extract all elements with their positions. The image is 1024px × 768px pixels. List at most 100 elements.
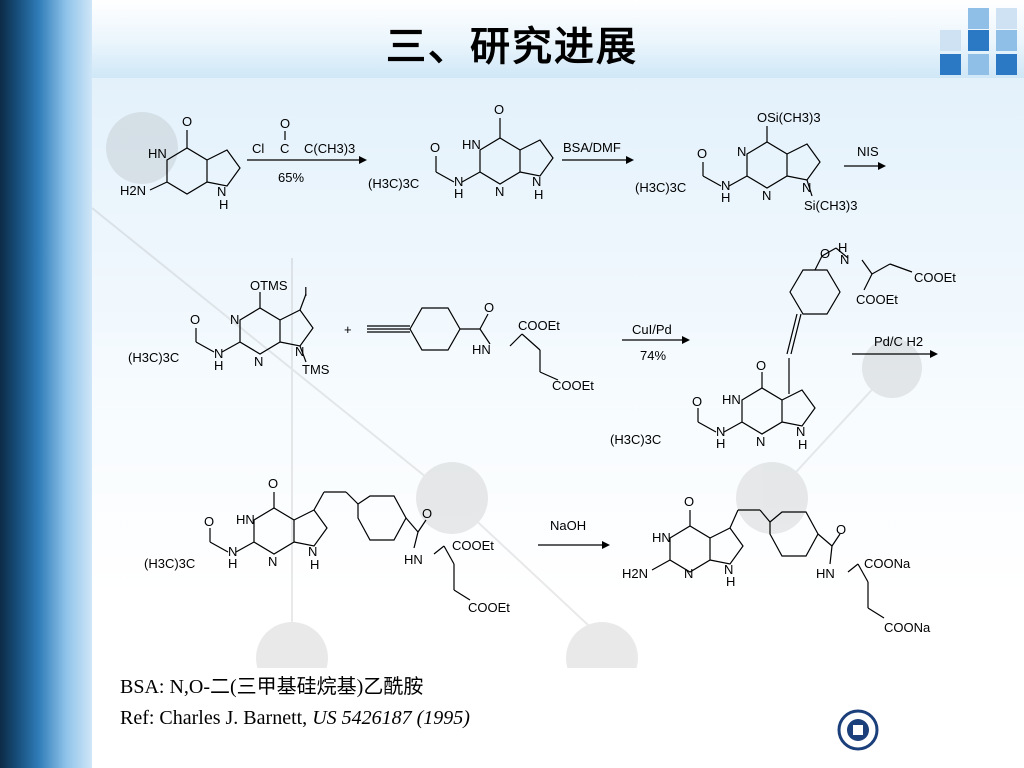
yield-label: 74% <box>640 348 666 363</box>
atom-label: N <box>756 434 765 449</box>
atom-label: O <box>820 246 830 261</box>
si-label: Si(CH3)3 <box>804 198 857 213</box>
deco-square <box>968 30 989 51</box>
tms-label: TMS <box>302 362 330 377</box>
atom-label: N <box>716 424 725 439</box>
atom-label: H <box>454 186 463 201</box>
reference-prefix: Ref: Charles J. Barnett, <box>120 707 313 729</box>
compound-5: O H N COOEt COOEt O HN O N H N N H (H3C)… <box>610 240 956 452</box>
atom-label: HN <box>148 146 167 161</box>
atom-label: N <box>495 184 504 199</box>
otms-label: OTMS <box>250 278 288 293</box>
atom-label: O <box>697 146 707 161</box>
atom-label: O <box>494 102 504 117</box>
atom-label: H <box>214 358 223 373</box>
atom-label: O <box>836 522 846 537</box>
atom-label: O <box>484 300 494 315</box>
atom-label: N <box>721 178 730 193</box>
content-background <box>92 78 1024 768</box>
carboxylate-label: COONa <box>884 620 931 635</box>
atom-label: N <box>684 566 693 581</box>
reagent-naoh: NaOH <box>550 518 586 533</box>
deco-square <box>940 30 961 51</box>
left-decorative-bar <box>0 0 92 768</box>
atom-label: H <box>310 557 319 572</box>
atom-label: HN <box>404 552 423 567</box>
atom-label: H2N <box>120 183 146 198</box>
compound-4: OTMS I N O N H N N TMS (H3C)3C <box>128 278 330 377</box>
compound-1: O HN H2N N H <box>120 114 241 212</box>
atom-label: N <box>840 252 849 267</box>
atom-label: N <box>762 188 771 203</box>
compound-2: O HN O N H N N H (H3C)3C <box>368 102 554 202</box>
yield-label: 65% <box>278 170 304 185</box>
pivaloyl-label: (H3C)3C <box>610 432 661 447</box>
deco-square <box>996 8 1017 29</box>
deco-square <box>968 54 989 75</box>
reaction-arrow-3: NIS <box>844 144 886 170</box>
reference-patent: US 5426187 (1995) <box>312 707 470 729</box>
atom-label: HN <box>722 392 741 407</box>
atom-label: N <box>737 144 746 159</box>
atom-label: O <box>204 514 214 529</box>
atom-label: O <box>422 506 432 521</box>
reaction-arrow-5: Pd/C H2 <box>852 334 938 358</box>
atom-label: O <box>756 358 766 373</box>
atom-label: O <box>190 312 200 327</box>
atom-label: N <box>217 184 226 199</box>
compound-7: O HN H2N N N H O HN COONa COONa <box>622 494 931 635</box>
atom-label: N <box>268 554 277 569</box>
atom-label: H <box>838 240 847 255</box>
pivaloyl-label: (H3C)3C <box>368 176 419 191</box>
reagent-pd-c-h2: Pd/C H2 <box>874 334 923 349</box>
osi-label: OSi(CH3)3 <box>757 110 821 125</box>
compound-alkyne-glutamate: O HN COOEt COOEt <box>367 300 594 393</box>
ester-label: COOEt <box>914 270 956 285</box>
reagent-nis: NIS <box>857 144 879 159</box>
atom-label: O <box>692 394 702 409</box>
ester-label: COOEt <box>468 600 510 615</box>
university-logo <box>836 706 1006 758</box>
pivaloyl-label: (H3C)3C <box>128 350 179 365</box>
carboxylate-label: COONa <box>864 556 911 571</box>
pivaloyl-label: (H3C)3C <box>144 556 195 571</box>
atom-label: H <box>716 436 725 451</box>
atom-label: O <box>684 494 694 509</box>
reaction-arrow-2: BSA/DMF <box>562 140 634 164</box>
synthesis-scheme: O HN H2N N H O Cl C C(CH3)3 65% O HN <box>92 102 956 668</box>
atom-label: N <box>230 312 239 327</box>
atom-label: N <box>228 544 237 559</box>
atom-label: HN <box>472 342 491 357</box>
atom-label: N <box>214 346 223 361</box>
atom-label: N <box>532 174 541 189</box>
ester-label: COOEt <box>856 292 898 307</box>
deco-square <box>996 30 1017 51</box>
atom-label: H <box>798 437 807 452</box>
bsa-note: BSA: N,O-二(三甲基硅烷基)乙酰胺 <box>120 676 424 698</box>
compound-3: OSi(CH3)3 N O N H N N Si(CH3)3 (H3C)3C <box>635 110 857 213</box>
deco-square <box>996 54 1017 75</box>
slide-title: 三、研究进展 <box>386 23 638 70</box>
plus-sign: + <box>344 322 352 337</box>
watermark-emblem <box>92 112 922 668</box>
atom-label: H2N <box>622 566 648 581</box>
reaction-arrow-6: NaOH <box>538 518 610 549</box>
atom-label: O <box>182 114 192 129</box>
atom-label: N <box>254 354 263 369</box>
atom-label: N <box>454 174 463 189</box>
reagent-tbu: C(CH3)3 <box>304 141 355 156</box>
atom-label: HN <box>236 512 255 527</box>
atom-label: HN <box>462 137 481 152</box>
atom-label: HN <box>652 530 671 545</box>
atom-label: HN <box>816 566 835 581</box>
pivaloyl-label: (H3C)3C <box>635 180 686 195</box>
atom-label: H <box>726 574 735 589</box>
atom-label: O <box>430 140 440 155</box>
university-emblem-icon <box>837 709 879 751</box>
atom-label: H <box>721 190 730 205</box>
reagent-cl: Cl <box>252 141 264 156</box>
atom-label: N <box>796 424 805 439</box>
compound-6: O HN O N H N N H O HN COOEt COOEt (H3C)3… <box>144 476 510 615</box>
deco-square <box>968 8 989 29</box>
